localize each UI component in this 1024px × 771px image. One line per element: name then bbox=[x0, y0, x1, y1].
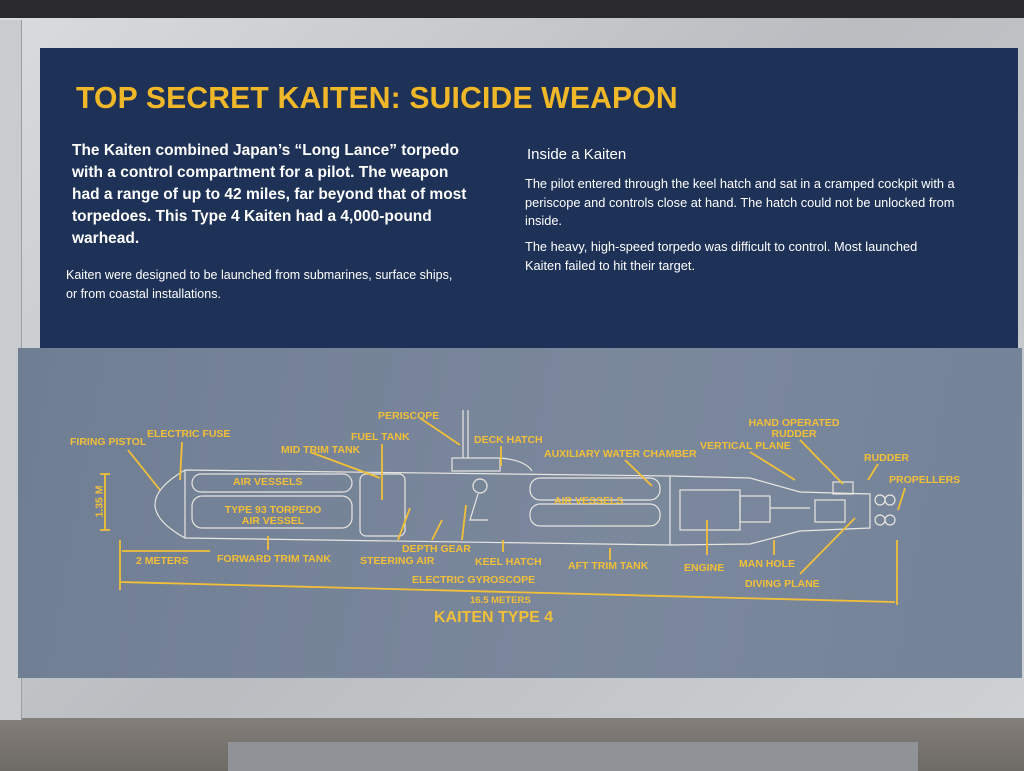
label-height: 1.35 M bbox=[93, 485, 106, 518]
label-steering-air: STEERING AIR bbox=[360, 555, 435, 567]
label-air-vessels-aft: AIR VESSELS bbox=[554, 495, 624, 507]
label-two-meters: 2 METERS bbox=[136, 555, 189, 567]
label-keel-hatch: KEEL HATCH bbox=[475, 556, 542, 568]
label-aux-water-chamber: AUXILIARY WATER CHAMBER bbox=[544, 448, 697, 460]
label-vertical-plane: VERTICAL PLANE bbox=[700, 440, 791, 452]
text-panel bbox=[40, 48, 1018, 348]
length-dimension bbox=[119, 540, 898, 605]
label-fuel-tank: FUEL TANK bbox=[351, 431, 410, 443]
label-engine: ENGINE bbox=[684, 562, 725, 574]
label-periscope: PERISCOPE bbox=[378, 410, 440, 422]
diagram-caption: KAITEN TYPE 4 bbox=[434, 609, 554, 626]
label-aft-trim-tank: AFT TRIM TANK bbox=[568, 560, 649, 572]
height-dimension bbox=[100, 473, 110, 531]
label-mid-trim-tank: MID TRIM TANK bbox=[281, 444, 361, 456]
placard-title: TOP SECRET KAITEN: SUICIDE WEAPON bbox=[76, 80, 678, 115]
label-deck-hatch: DECK HATCH bbox=[474, 434, 543, 446]
launch-note: Kaiten were designed to be launched from… bbox=[66, 268, 453, 301]
label-hand-operated-rudder: HAND OPERATED RUDDER bbox=[748, 417, 840, 440]
label-firing-pistol: FIRING PISTOL bbox=[70, 436, 147, 448]
inside-heading: Inside a Kaiten bbox=[527, 146, 627, 163]
base-plate bbox=[228, 742, 918, 771]
label-rudder: RUDDER bbox=[864, 452, 909, 464]
label-propellers: PROPELLERS bbox=[889, 474, 961, 486]
label-length: 16.5 METERS bbox=[470, 595, 531, 606]
label-diving-plane: DIVING PLANE bbox=[745, 578, 820, 590]
inside-paragraph-1: The pilot entered through the keel hatch… bbox=[525, 176, 955, 228]
label-man-hole: MAN HOLE bbox=[739, 558, 795, 570]
lead-paragraph: The Kaiten combined Japan’s “Long Lance”… bbox=[72, 142, 467, 247]
label-electric-fuse: ELECTRIC FUSE bbox=[147, 428, 231, 440]
label-air-vessels-fwd: AIR VESSELS bbox=[233, 476, 303, 488]
inside-paragraph-2: The heavy, high-speed torpedo was diffic… bbox=[525, 239, 918, 273]
label-electric-gyroscope: ELECTRIC GYROSCOPE bbox=[412, 574, 536, 586]
label-depth-gear: DEPTH GEAR bbox=[402, 543, 471, 555]
label-forward-trim-tank: FORWARD TRIM TANK bbox=[217, 553, 331, 565]
torpedo-hull bbox=[154, 469, 871, 546]
label-type93-air-vessel: TYPE 93 TORPEDO AIR VESSEL bbox=[224, 504, 322, 527]
